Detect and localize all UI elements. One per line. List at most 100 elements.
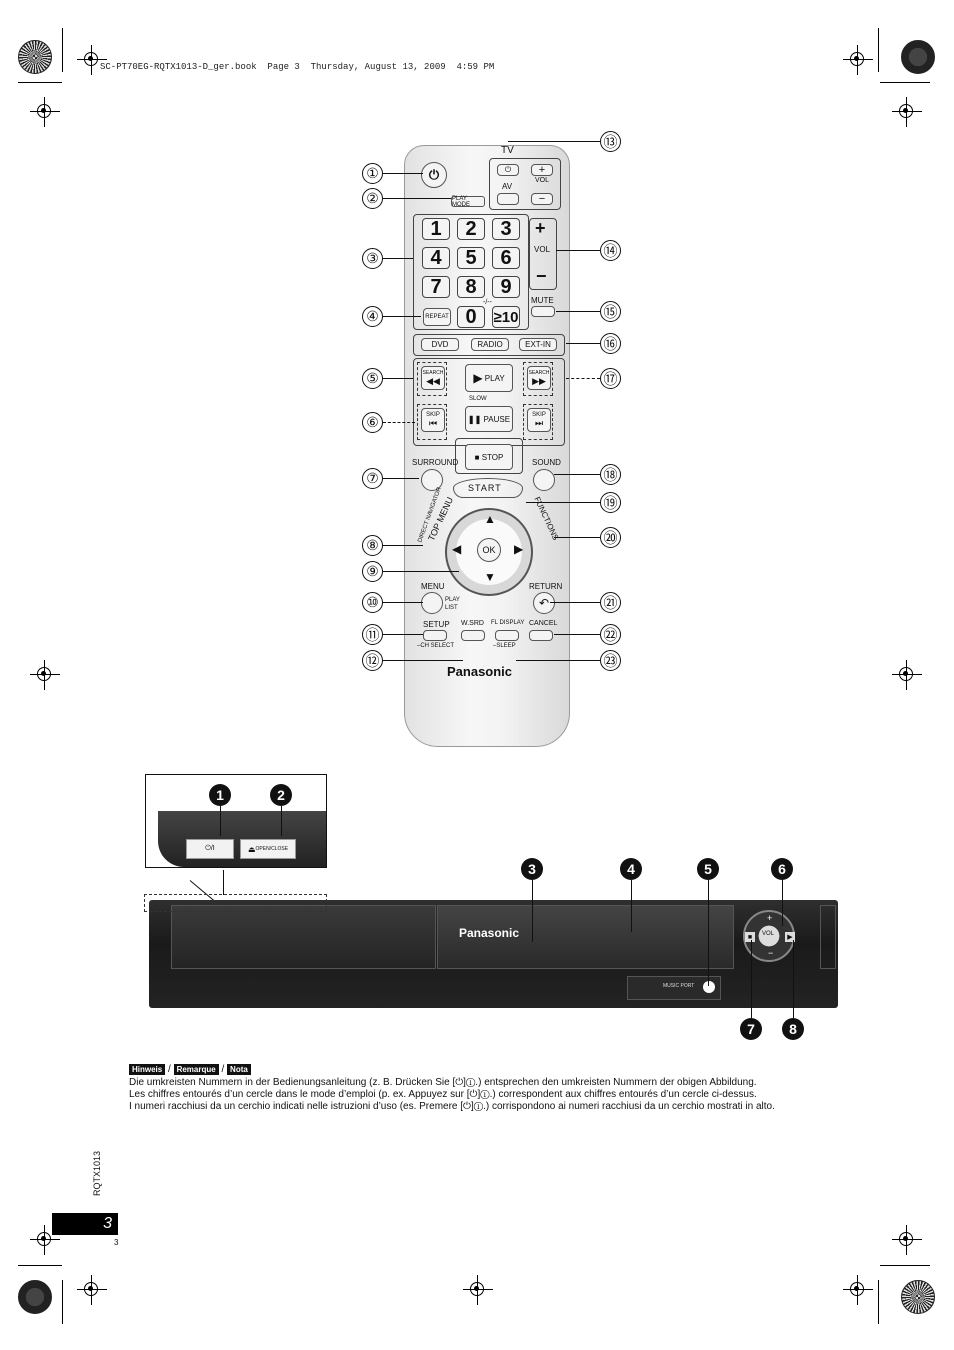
vol-up-icon: + (767, 913, 773, 923)
page-number-small: 3 (114, 1238, 119, 1247)
return-icon[interactable]: ↶ (533, 592, 555, 614)
number-button-2[interactable]: 2 (457, 218, 485, 240)
leader-line (383, 545, 423, 546)
notes-heading: Hinweis / Remarque / Nota (129, 1064, 251, 1075)
number-button-7[interactable]: 7 (422, 276, 450, 298)
leader-line (383, 422, 415, 423)
setup-label: SETUP (423, 620, 450, 629)
skip-back-button[interactable]: SKIP⏮ (421, 408, 445, 432)
cancel-button[interactable] (529, 630, 553, 641)
pause-button[interactable]: ❚❚ PAUSE (465, 406, 513, 432)
callout-6: ⑥ (362, 412, 383, 433)
callout-1: ① (362, 163, 383, 184)
leader-line (383, 660, 463, 661)
stop-button[interactable]: ■ STOP (465, 444, 513, 470)
dvd-button[interactable]: DVD (421, 338, 459, 351)
number-button-4[interactable]: 4 (422, 247, 450, 269)
callout-9: ⑨ (362, 561, 383, 582)
arrow-left-icon[interactable]: ◀ (452, 542, 462, 556)
unit-callout-2: 2 (270, 784, 292, 806)
skip-forward-button[interactable]: SKIP⏭ (527, 408, 551, 432)
leader-line (383, 258, 413, 259)
print-dial-icon (18, 40, 52, 74)
play-button[interactable]: ▶ PLAY (465, 364, 513, 392)
vol-label: VOL (534, 245, 551, 254)
vol-down-icon: − (768, 948, 774, 958)
leader-line (631, 880, 632, 932)
leader-line (383, 173, 423, 174)
repeat-button[interactable]: REPEAT (423, 308, 451, 326)
page-number: 3 (103, 1215, 112, 1232)
start-button[interactable] (453, 478, 523, 498)
play-mode-button[interactable]: PLAY MODE (451, 196, 485, 208)
surround-button[interactable] (421, 469, 443, 491)
setup-button[interactable] (423, 630, 447, 641)
arrow-right-icon[interactable]: ▶ (514, 542, 524, 556)
vol-down-icon: − (536, 266, 547, 286)
registration-mark-icon (30, 97, 60, 127)
tv-control-group (489, 158, 561, 210)
search-forward-button[interactable]: SEARCH▶▶ (527, 366, 551, 390)
leader-line (281, 806, 282, 836)
arrow-up-icon[interactable]: ▲ (484, 512, 496, 526)
fast-forward-icon: ▶▶ (532, 375, 546, 386)
volume-rocker[interactable] (529, 218, 557, 290)
number-button-8[interactable]: 8 (457, 276, 485, 298)
tv-power-icon[interactable]: ⏻ (497, 164, 519, 176)
play-pause-icon[interactable]: ▶ (785, 932, 795, 942)
mute-button[interactable] (531, 306, 555, 317)
print-dial-icon (901, 1280, 935, 1314)
ch-select-label: –CH SELECT (417, 643, 455, 649)
search-skip-outline (417, 362, 447, 396)
ok-button[interactable]: OK (477, 538, 501, 562)
power-button[interactable]: ⏻/I (186, 839, 234, 859)
return-label: RETURN (529, 582, 563, 591)
stop-label: STOP (481, 452, 504, 462)
w-srd-button[interactable] (461, 630, 485, 641)
open-close-button[interactable]: ⏏OPEN/CLOSE (240, 839, 296, 859)
number-button-9[interactable]: 9 (492, 276, 520, 298)
search-skip-outline (417, 404, 447, 440)
number-button-1[interactable]: 1 (422, 218, 450, 240)
number-button-6[interactable]: 6 (492, 247, 520, 269)
radio-label: RADIO (477, 340, 503, 349)
unit-brand-logo: Panasonic (459, 926, 520, 940)
registration-mark-icon (892, 97, 922, 127)
menu-button[interactable] (421, 592, 443, 614)
tv-vol-up-button[interactable]: + (531, 164, 553, 176)
registration-mark-icon (77, 45, 107, 75)
leader-line (532, 880, 533, 942)
tv-vol-down-button[interactable]: − (531, 193, 553, 205)
power-icon[interactable]: ⏻ (421, 162, 447, 188)
unit-callout-5: 5 (697, 858, 719, 880)
tv-av-button[interactable] (497, 193, 519, 205)
stop-icon[interactable]: ■ (745, 932, 755, 942)
fl-display-button[interactable] (495, 630, 519, 641)
music-port-jack[interactable] (703, 981, 715, 993)
registration-mark-icon (30, 660, 60, 690)
sound-button[interactable] (533, 469, 555, 491)
crop-mark (18, 1265, 62, 1266)
arrow-down-icon[interactable]: ▼ (484, 570, 496, 584)
number-button-0[interactable]: 0 (457, 306, 485, 328)
callout-13: ⑬ (600, 131, 621, 152)
radio-button[interactable]: RADIO (471, 338, 509, 351)
play-list-label: PLAY LIST (445, 597, 460, 611)
leader-line (223, 870, 224, 895)
mute-label: MUTE (531, 296, 554, 305)
leader-line (782, 880, 783, 926)
leader-line (508, 141, 600, 142)
number-button-5[interactable]: 5 (457, 247, 485, 269)
ext-in-button[interactable]: EXT-IN (519, 338, 557, 351)
search-back-button[interactable]: SEARCH◀◀ (421, 366, 445, 390)
eject-icon: ⏏ (247, 844, 256, 854)
leader-line (526, 502, 600, 503)
ten-plus-button[interactable]: ≥10 (492, 306, 520, 328)
crop-mark (878, 1280, 879, 1324)
callout-23: ㉓ (600, 650, 621, 671)
tv-av-label: AV (502, 182, 513, 191)
registration-mark-icon (843, 45, 873, 75)
ext-in-label: EXT-IN (525, 340, 551, 349)
power-label: ⏻/I (205, 845, 215, 852)
number-button-3[interactable]: 3 (492, 218, 520, 240)
